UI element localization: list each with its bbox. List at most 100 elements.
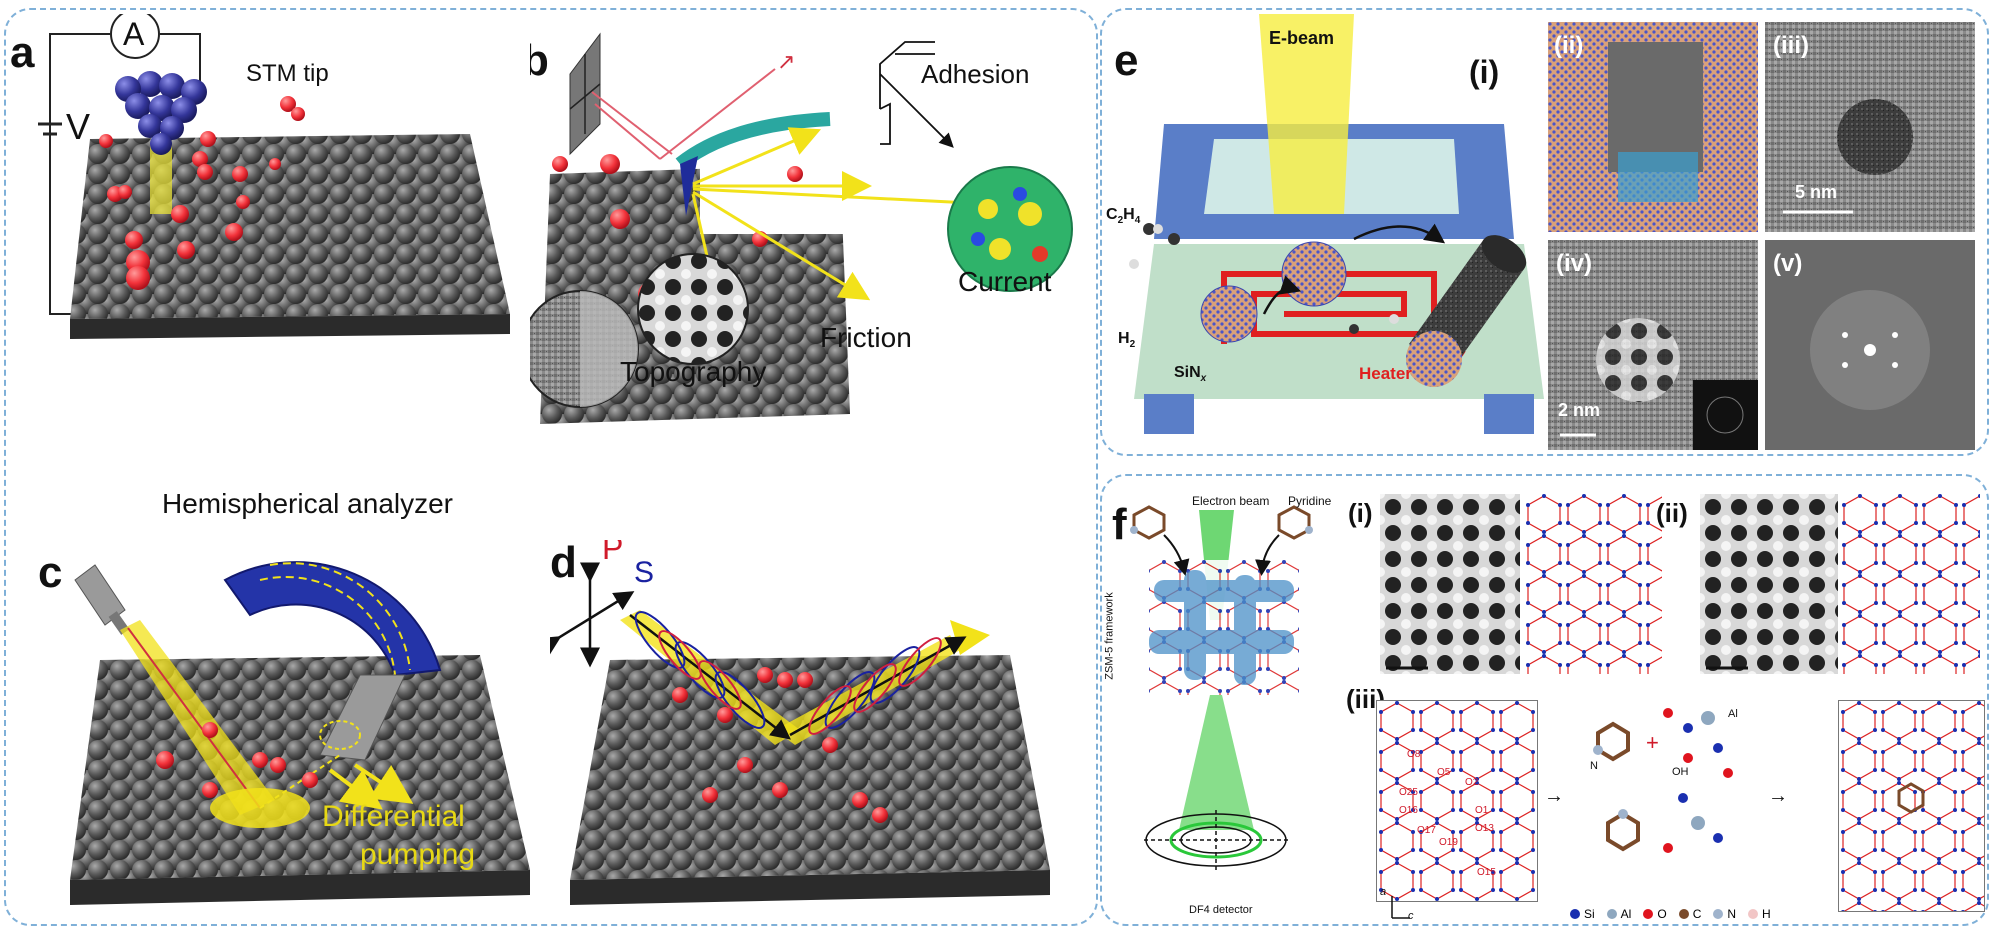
framework-model-i (1524, 494, 1662, 674)
df4-detector-icon (1144, 810, 1289, 870)
adhesion-label: Adhesion (921, 59, 1030, 89)
panel-d-label: d (550, 540, 577, 587)
panel-b-label: b (530, 36, 549, 85)
legend-label: H (1762, 907, 1771, 921)
atom-label-o17: O17 (1417, 825, 1436, 836)
friction-image (637, 253, 749, 365)
atom-surface (570, 655, 1050, 880)
atom-label-o2: O2 (1465, 777, 1479, 788)
legend-label: Si (1584, 907, 1595, 921)
al-label: Al (1728, 708, 1738, 720)
ebeam-cone (1259, 14, 1354, 214)
atom-label-o13: O13 (1475, 823, 1494, 834)
panel-e-label: e (1114, 36, 1139, 85)
pyridine-molecule-right (1277, 505, 1313, 540)
in-situ-tem-diagram (1129, 14, 1544, 434)
channel-density (1149, 570, 1294, 685)
legend-label: Al (1620, 907, 1632, 921)
electron-beam-label: Electron beam (1192, 494, 1270, 508)
adhesion-curve (879, 41, 954, 148)
structure-after (1838, 700, 1985, 912)
sub-f-i-label: (i) (1348, 498, 1373, 528)
micrograph-iv: (iv) 2 nm (1548, 240, 1758, 450)
sub-ii-label: (ii) (1554, 32, 1584, 59)
svg-text:↗: ↗ (777, 49, 795, 74)
sub-iv-label: (iv) (1556, 250, 1592, 277)
legend-swatch (1570, 909, 1580, 919)
structure-before: O8 O5 O2 O25 O16 O1 O17 O13 O19 O15 (1376, 700, 1538, 902)
stm-diagram (38, 14, 510, 339)
heater-label: Heater (1359, 364, 1412, 383)
sub-v-label: (v) (1773, 250, 1803, 277)
voltage-label: V (66, 106, 91, 147)
legend-swatch (1748, 909, 1759, 919)
legend-item-c: C (1678, 907, 1701, 921)
sub-i-label: (i) (1469, 54, 1500, 90)
legend-swatch (1678, 909, 1689, 919)
nanoparticle (1281, 241, 1347, 307)
panel-a-label: a (10, 28, 35, 77)
axis-a-label: a (1380, 886, 1387, 898)
polarization-axes (550, 562, 635, 668)
stm-tip-label: STM tip (246, 60, 329, 87)
xray-source-icon (74, 564, 130, 635)
panel-f-label: f (1112, 500, 1127, 549)
legend-label: O (1657, 907, 1667, 921)
micrograph-v: (v) (1765, 240, 1975, 450)
panel-e-frame (1100, 8, 1989, 456)
panel-a: a A V STM tip (10, 14, 530, 434)
panel-d: d P S (550, 540, 1090, 920)
axis-c-label: c (1408, 910, 1414, 922)
atom-label-o8: O8 (1407, 749, 1421, 760)
topography-label: Topography (620, 356, 767, 387)
legend-swatch (1606, 909, 1617, 919)
cantilever-icon (675, 112, 831, 170)
sub-f-ii-label: (ii) (1656, 498, 1688, 528)
pyridine-molecule-left (1130, 505, 1166, 540)
panel-f-frame (1100, 474, 1989, 926)
atom-surface (70, 134, 510, 319)
legend-swatch (1713, 909, 1724, 919)
gas-h2-label: H2 (1118, 330, 1136, 351)
atom-label-o1: O1 (1475, 805, 1489, 816)
panel-c: c Hemispherical analyzer Differential pu… (10, 470, 550, 920)
gas-molecules (1129, 223, 1399, 334)
legend-item-o: O (1643, 907, 1667, 921)
topography-image (530, 290, 639, 408)
sinx-label: SiNx (1174, 364, 1207, 385)
current-label: Current (958, 266, 1052, 297)
sfg-diagram (550, 562, 1050, 905)
scale-5nm-label: 5 nm (1795, 182, 1838, 202)
current-map (947, 166, 1073, 292)
adsorbate-molecules (99, 96, 305, 290)
legend-item-n: N (1713, 907, 1736, 921)
legend-label: N (1727, 907, 1737, 921)
atom-label-o25: O25 (1399, 787, 1418, 798)
oh-label: OH (1672, 766, 1689, 778)
arrow-1: → (1544, 785, 1564, 807)
atom-label-o5: O5 (1437, 767, 1451, 778)
framework-label: ZSM-5 framework (1104, 592, 1116, 680)
s-label: S (634, 556, 655, 589)
n-label: N (1590, 760, 1598, 772)
pumping-label-2: pumping (360, 838, 476, 871)
stm-tip-icon (115, 71, 207, 155)
p-polarization-wave (658, 630, 942, 735)
idpc-stem-diagram (1130, 505, 1313, 870)
ammeter-label: A (123, 16, 145, 52)
arrow-2: → (1768, 785, 1788, 807)
reaction-fragments: N + Al OH (1568, 688, 1758, 898)
micrograph-ii: (ii) (1548, 22, 1758, 232)
legend-swatch (1643, 909, 1654, 919)
detector-label: DF4 detector (1189, 904, 1253, 916)
xps-diagram (70, 561, 530, 905)
legend-item-si: Si (1570, 907, 1595, 921)
panel-b: ↗ (530, 14, 1090, 474)
afm-diagram: ↗ (530, 32, 1073, 424)
stem-image-ii (1700, 494, 1838, 674)
gas-c2h4-label: C2H4 (1106, 206, 1141, 227)
pyridine-label: Pyridine (1288, 494, 1332, 508)
plus-label: + (1646, 730, 1659, 755)
framework-model-ii (1840, 494, 1980, 674)
axis-icon (1391, 896, 1410, 919)
